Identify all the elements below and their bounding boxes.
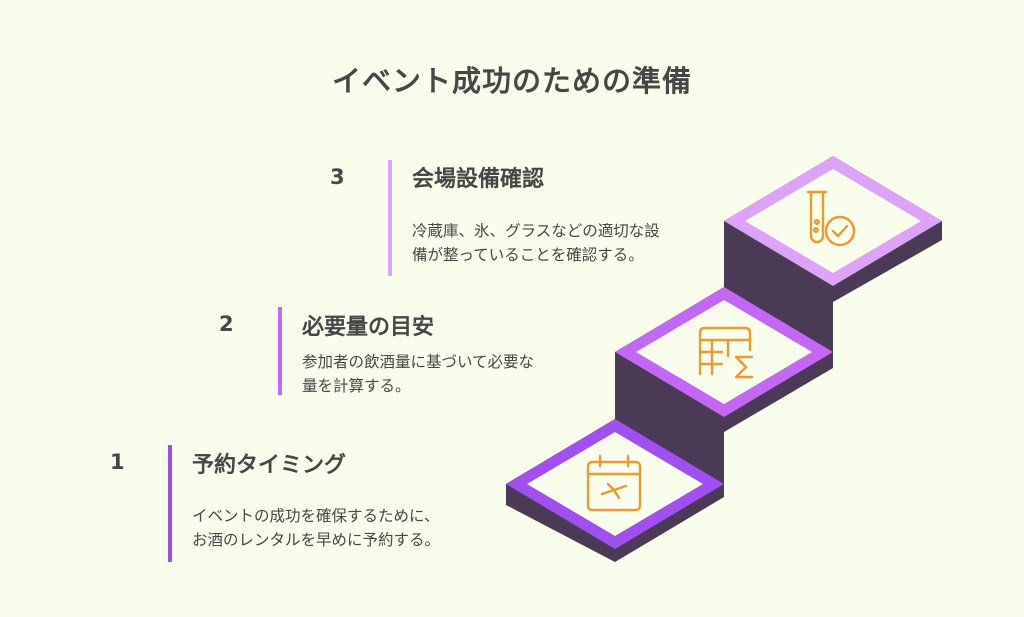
step-2-number: 2 bbox=[219, 312, 234, 336]
step-1-platform-inner bbox=[527, 432, 703, 536]
step-1-number: 1 bbox=[110, 450, 125, 474]
step-2-bar bbox=[278, 307, 282, 395]
step-3-number: 3 bbox=[330, 165, 345, 189]
step-1-desc-line-2: お酒のレンタルを早めに予約する。 bbox=[192, 531, 441, 549]
step-1-desc-line-1: イベントの成功を確保するために、 bbox=[192, 507, 440, 525]
diagram-title: イベント成功のための準備 bbox=[331, 64, 692, 98]
step-2-platform-inner bbox=[636, 300, 812, 404]
calendar-icon bbox=[586, 454, 642, 512]
step-2-desc-line-2: 量を計算する。 bbox=[302, 377, 411, 395]
step-2-description: 参加者の飲酒量に基づいて必要な 量を計算する。 bbox=[302, 350, 534, 398]
step-1-heading: 予約タイミング bbox=[192, 453, 347, 478]
step-2-desc-line-1: 参加者の飲酒量に基づいて必要な bbox=[302, 353, 535, 371]
step-3-bar bbox=[388, 160, 392, 276]
step-3-desc-line-2: 備が整っていることを確認する。 bbox=[412, 246, 644, 264]
step-3-platform-inner bbox=[745, 169, 921, 273]
step-3-heading: 会場設備確認 bbox=[412, 167, 545, 192]
test-tube-check-icon bbox=[806, 190, 856, 247]
calculation-table-icon bbox=[698, 326, 754, 379]
step-2-heading: 必要量の目安 bbox=[302, 315, 435, 340]
step-1-description: イベントの成功を確保するために、 お酒のレンタルを早めに予約する。 bbox=[192, 504, 440, 552]
step-3-description: 冷蔵庫、氷、グラスなどの適切な設 備が整っていることを確認する。 bbox=[412, 219, 660, 267]
step-1-bar bbox=[168, 445, 172, 562]
step-3-desc-line-1: 冷蔵庫、氷、グラスなどの適切な設 bbox=[412, 222, 660, 240]
